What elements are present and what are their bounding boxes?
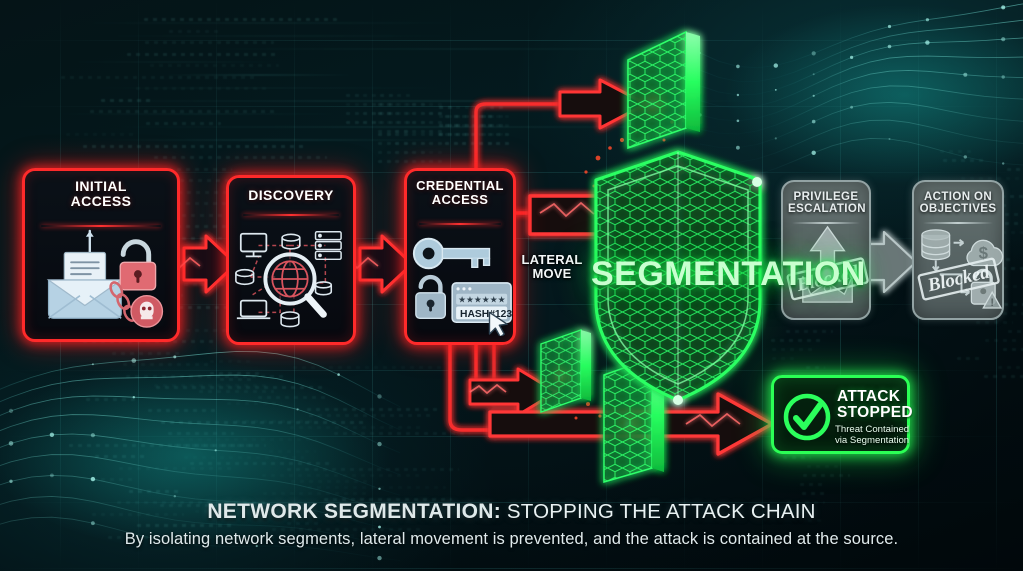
segment-wall-mid-left: [540, 329, 591, 413]
segment-wall-bottom: [603, 356, 664, 483]
server-rack-icon: [314, 231, 342, 261]
svg-text:★★★★★★: ★★★★★★: [458, 296, 506, 306]
magnifier-globe-icon: [263, 252, 327, 318]
caption-heading: NETWORK SEGMENTATION: STOPPING THE ATTAC…: [0, 500, 1023, 524]
green-check-circle-icon: [783, 393, 831, 441]
open-padlock-icon: [119, 239, 157, 291]
laptop-icon: [236, 299, 271, 320]
skull-user-icon: [130, 295, 164, 328]
password-mask: ★★★★★★: [458, 296, 506, 306]
divider: [41, 225, 161, 227]
key-icon: [412, 237, 491, 270]
divider: [419, 223, 501, 225]
envelope-phishing-icon: [46, 251, 124, 319]
divider: [923, 222, 993, 224]
segment-wall-top: [627, 30, 700, 150]
divider: [792, 222, 860, 224]
stage-card-discovery[interactable]: DISCOVERY: [226, 175, 356, 345]
action-on-objectives-artwork: $ ! Blocked: [917, 229, 1004, 309]
flow-arrows: [932, 238, 971, 296]
padlock-icon: [415, 274, 446, 320]
privilege-escalation-artwork: Blocked: [786, 225, 869, 303]
credential-access-artwork: ★★★★★★ HASH#123: [412, 237, 512, 336]
discovery-artwork: [235, 231, 342, 328]
initial-access-artwork: [46, 229, 164, 328]
stage-title-discovery: DISCOVERY: [248, 187, 334, 203]
caption-heading-light: STOPPING THE ATTACK CHAIN: [501, 500, 816, 523]
database-icon: [921, 229, 951, 261]
svg-text:!: !: [990, 297, 994, 309]
divider: [243, 214, 339, 216]
hash-value-text: HASH#123: [460, 309, 512, 320]
caption-heading-strong: NETWORK SEGMENTATION:: [207, 500, 501, 523]
cursor-icon: [488, 311, 508, 336]
crown-icon: [802, 276, 853, 303]
caption-subtext: By isolating network segments, lateral m…: [124, 530, 899, 548]
dollar-icon: $: [979, 244, 989, 263]
password-field-icon: ★★★★★★ HASH#123: [451, 282, 512, 324]
segmentation-label: SEGMENTATION: [591, 255, 866, 293]
monitor-icon: [239, 232, 268, 258]
